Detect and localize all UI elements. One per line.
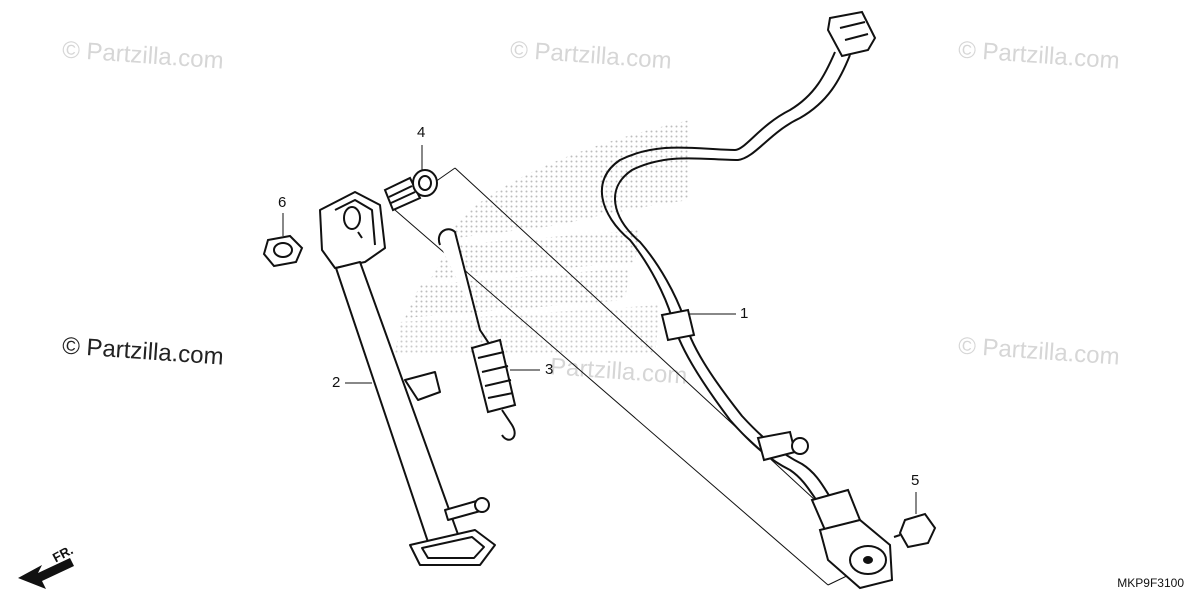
stand-spring <box>437 228 517 441</box>
callout-3: 3 <box>545 361 554 378</box>
side-stand <box>319 191 496 566</box>
callout-2: 2 <box>332 374 341 391</box>
leader-lines <box>282 145 917 514</box>
callout-5: 5 <box>911 472 920 489</box>
callout-4: 4 <box>417 124 426 141</box>
stand-nut <box>262 234 304 268</box>
switch-bolt <box>893 512 937 549</box>
honda-wing-logo <box>395 120 690 355</box>
side-stand-switch <box>601 10 894 590</box>
callout-6: 6 <box>278 194 287 211</box>
callout-1: 1 <box>740 305 749 322</box>
front-arrow-icon <box>18 558 74 589</box>
pivot-bolt <box>383 169 438 212</box>
diagram-code: MKP9F3100 <box>1117 576 1184 590</box>
